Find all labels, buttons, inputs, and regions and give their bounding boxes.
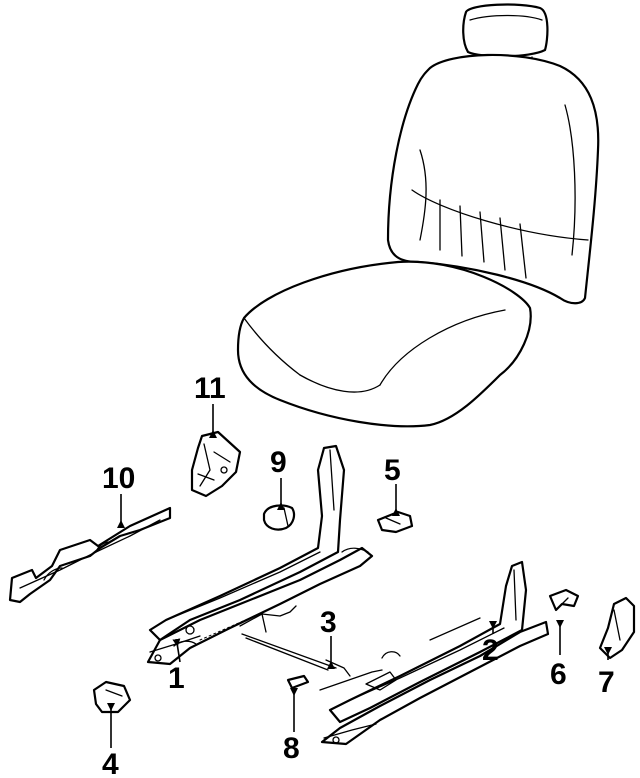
leader-lines xyxy=(107,404,612,748)
callout-9: 9 xyxy=(270,446,287,479)
part-2-right-seat-track xyxy=(319,560,550,746)
callout-6: 6 xyxy=(550,658,567,691)
part-10-rail-cover xyxy=(8,506,172,604)
callout-8: 8 xyxy=(283,732,300,765)
seat-back xyxy=(386,53,600,305)
part-7-side-cover xyxy=(598,596,636,660)
callout-7: 7 xyxy=(598,666,615,699)
callout-4: 4 xyxy=(102,748,119,778)
part-6-hook xyxy=(548,588,580,612)
part-8-pin xyxy=(286,674,310,690)
callout-labels: 1 2 3 4 5 6 7 8 9 10 11 xyxy=(102,372,615,778)
seat-cushion xyxy=(236,260,532,428)
part-3-cross-rod xyxy=(241,633,351,677)
leader-1 xyxy=(172,638,181,663)
part-5-clip xyxy=(376,510,414,534)
callout-3: 3 xyxy=(320,606,337,639)
part-11-bracket xyxy=(190,430,242,498)
part-4-foot-cap xyxy=(92,680,132,714)
callout-2: 2 xyxy=(482,634,499,667)
part-9-knob xyxy=(262,504,296,531)
callout-5: 5 xyxy=(384,454,401,487)
part-1-left-seat-track xyxy=(146,444,374,666)
callout-11: 11 xyxy=(194,372,226,405)
seat-assembly xyxy=(236,3,600,428)
callout-1: 1 xyxy=(168,662,185,695)
callout-10: 10 xyxy=(102,462,135,495)
